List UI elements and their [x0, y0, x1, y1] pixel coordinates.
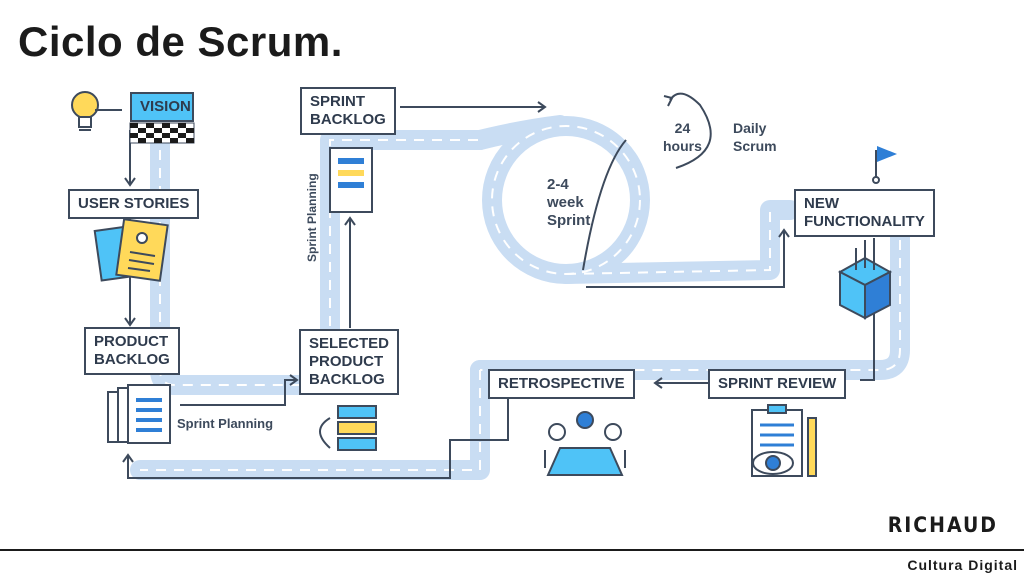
new-functionality-line-1: NEW [804, 195, 839, 212]
hours-label: 24 hours [663, 119, 702, 155]
footer-text: Cultura Digital [907, 557, 1018, 573]
sprint-planning-label: Sprint Planning [177, 416, 274, 431]
daily-scrum-line-2: Scrum [733, 138, 777, 154]
sprint-duration-line-1: 2-4 [547, 176, 569, 193]
product-box-icon [837, 240, 893, 320]
new-functionality-line-2: FUNCTIONALITY [804, 213, 925, 230]
selected-line-3: BACKLOG [309, 371, 385, 388]
document-stack-icon [107, 384, 171, 444]
page-title: Ciclo de Scrum. [18, 18, 343, 65]
product-backlog-line-1: PRODUCT [94, 333, 169, 350]
hours-line-2: hours [663, 138, 702, 154]
sprint-duration-label: 2-4 week Sprint [547, 176, 590, 230]
selected-backlog-stack-icon [319, 405, 377, 451]
brand-logo: RICHAUD [887, 513, 998, 537]
sprint-review-box: SPRINT REVIEW [708, 369, 847, 399]
vision-label: VISION [140, 98, 191, 115]
road-left [150, 135, 310, 395]
user-story-cards-icon [93, 218, 169, 282]
selected-line-1: SELECTED [309, 335, 390, 352]
checkered-flag-icon [129, 122, 195, 144]
vision-box: VISION [130, 92, 194, 122]
sprint-duration-line-3: Sprint [547, 212, 591, 229]
sprint-planning-vertical-label: Sprint Planning [305, 173, 319, 262]
retrospective-box: RETROSPECTIVE [488, 369, 635, 399]
sprint-review-label: SPRINT REVIEW [718, 375, 837, 392]
road-right-down [470, 225, 910, 380]
footer-divider [0, 549, 1024, 551]
selected-line-2: PRODUCT [309, 353, 384, 370]
lightbulb-icon [71, 91, 122, 131]
blue-flag-icon [872, 146, 897, 184]
retrospective-label: RETROSPECTIVE [498, 375, 625, 392]
retrospective-team-icon [544, 411, 626, 476]
product-backlog-line-2: BACKLOG [94, 351, 170, 368]
sprint-backlog-sheet-icon [329, 147, 373, 213]
hours-line-1: 24 [674, 120, 691, 136]
sprint-backlog-box: SPRINT BACKLOG [300, 87, 396, 135]
sprint-duration-line-2: week [547, 194, 584, 211]
daily-scrum-label: Daily Scrum [733, 119, 777, 155]
sprint-backlog-line-1: SPRINT [310, 93, 366, 110]
road-to-functionality [556, 200, 800, 284]
daily-scrum-line-1: Daily [733, 120, 767, 136]
review-clipboard-icon [751, 404, 817, 477]
new-functionality-box: NEW FUNCTIONALITY [794, 189, 935, 237]
selected-product-backlog-box: SELECTED PRODUCT BACKLOG [299, 329, 400, 395]
user-stories-label: USER STORIES [78, 195, 190, 212]
sprint-backlog-line-2: BACKLOG [310, 111, 386, 128]
user-stories-box: USER STORIES [68, 189, 200, 219]
product-backlog-box: PRODUCT BACKLOG [84, 327, 180, 375]
